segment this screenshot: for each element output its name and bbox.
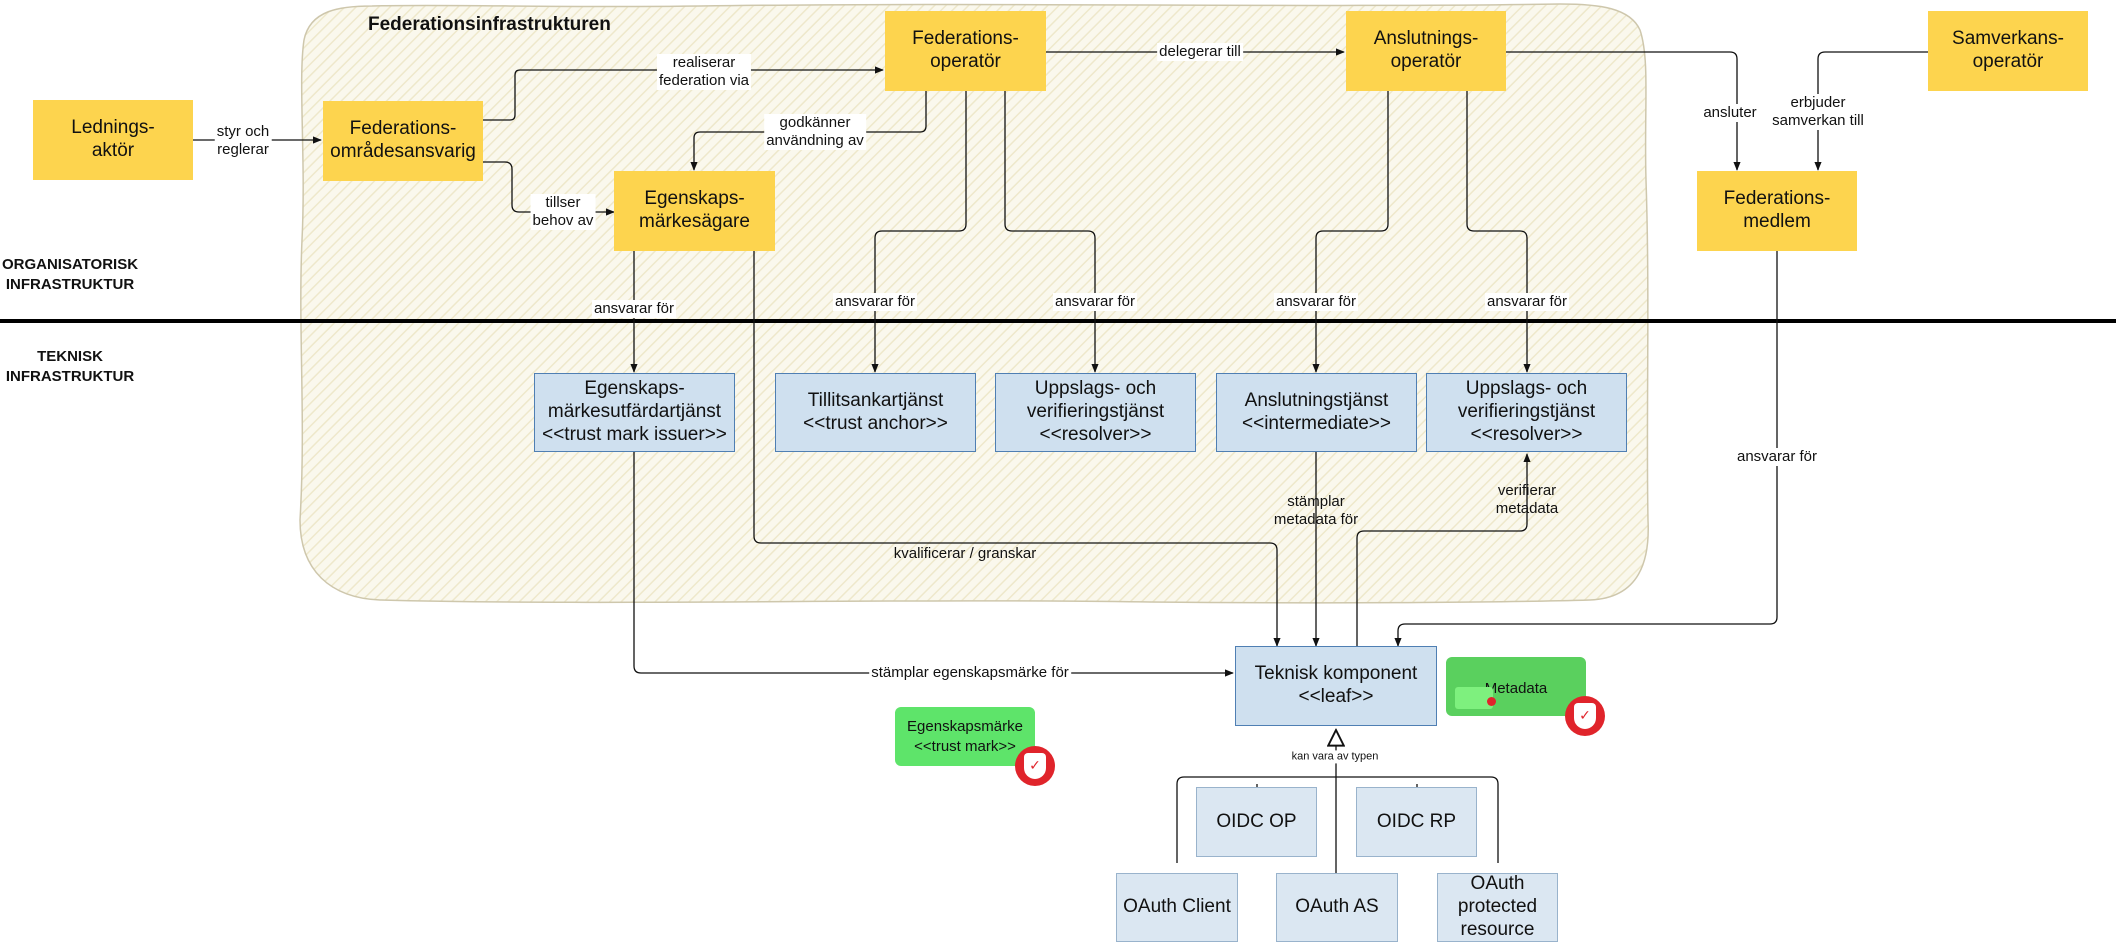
edge-label-verifierar-metadata: verifierar metadata	[1495, 482, 1559, 517]
role-federationsmedlem[interactable]: Federations- medlem	[1697, 171, 1857, 251]
edge-label-kvalificerar: kvalificerar / granskar	[893, 545, 1037, 562]
component-trust-mark-issuer[interactable]: Egenskaps- märkesutfärdartjänst <<trust …	[534, 373, 735, 452]
edge-label-ansluter: ansluter	[1701, 104, 1759, 122]
type-oauth-as[interactable]: OAuth AS	[1276, 873, 1398, 942]
metadata-seal-icon: ✓	[1565, 696, 1605, 736]
edge-label-ansvarar-resolver-2: ansvarar för	[1484, 293, 1570, 311]
trust-mark-seal-icon: ✓	[1015, 746, 1055, 786]
component-leaf[interactable]: Teknisk komponent <<leaf>>	[1235, 646, 1437, 726]
edge-label-styr-och-reglerar: styr och reglerar	[214, 123, 272, 159]
type-oidc-op[interactable]: OIDC OP	[1196, 787, 1317, 857]
technical-region-label: TEKNISK INFRASTRUKTUR	[5, 348, 135, 385]
component-resolver-1[interactable]: Uppslags- och verifieringstjänst <<resol…	[995, 373, 1196, 452]
edge-label-erbjuder: erbjuder samverkan till	[1770, 94, 1866, 130]
edge-label-tillser: tillser behov av	[530, 194, 596, 230]
component-trust-anchor[interactable]: Tillitsankartjänst <<trust anchor>>	[775, 373, 976, 452]
metadata-card-icon	[1455, 687, 1493, 709]
edge-label-realiserar: realiserar federation via	[656, 54, 752, 90]
edge-label-ansvarar-medlem: ansvarar för	[1734, 448, 1820, 466]
component-resolver-2[interactable]: Uppslags- och verifieringstjänst <<resol…	[1426, 373, 1627, 452]
organisational-region-label: ORGANISATORISK INFRASTRUKTUR	[1, 256, 139, 293]
trust-mark-badge-label: Egenskapsmärke <<trust mark>>	[907, 718, 1023, 755]
role-federationsomradesansvarig[interactable]: Federations- områdesansvarig	[323, 101, 483, 181]
edge-label-ansvarar-trust-anchor: ansvarar för	[832, 293, 918, 311]
role-samverkansoperator[interactable]: Samverkans- operatör	[1928, 11, 2088, 91]
edge-label-ansvarar-egenskaps: ansvarar för	[591, 300, 677, 318]
federation-infrastructure-title: Federationsinfrastrukturen	[368, 14, 611, 35]
edge-label-kan-vara: kan vara av typen	[1289, 750, 1381, 764]
federation-infrastructure-area	[299, 3, 1649, 604]
component-intermediate[interactable]: Anslutningstjänst <<intermediate>>	[1216, 373, 1417, 452]
type-oidc-rp[interactable]: OIDC RP	[1356, 787, 1477, 857]
edge-label-godkanner: godkänner användning av	[764, 114, 866, 150]
trust-mark-badge: Egenskapsmärke <<trust mark>>	[895, 707, 1035, 766]
metadata-badge-label: Metadata	[1484, 679, 1548, 697]
type-oauth-client[interactable]: OAuth Client	[1116, 873, 1238, 942]
metadata-small-seal-icon	[1487, 697, 1496, 706]
type-oauth-protected-resource[interactable]: OAuth protected resource	[1437, 873, 1558, 942]
role-federationsoperator[interactable]: Federations- operatör	[885, 11, 1046, 91]
edge-label-stamplar-metadata: stämplar metadata för	[1273, 493, 1359, 528]
edge-label-ansvarar-resolver-1: ansvarar för	[1052, 293, 1138, 311]
role-ledningsaktor[interactable]: Lednings- aktör	[33, 100, 193, 180]
edge-label-delegerar: delegerar till	[1157, 43, 1243, 61]
role-egenskapsmarkesagare[interactable]: Egenskaps- märkesägare	[614, 171, 775, 251]
edge-label-ansvarar-intermediate: ansvarar för	[1273, 293, 1359, 311]
edge-label-stamplar-egenskapsmarke: stämplar egenskapsmärke för	[869, 664, 1071, 682]
role-anslutningsoperator[interactable]: Anslutnings- operatör	[1346, 11, 1506, 91]
